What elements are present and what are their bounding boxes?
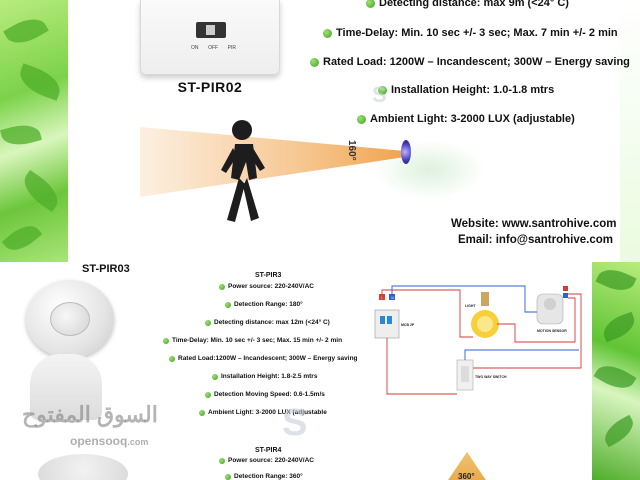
opensooq-watermark: opensooq.com (70, 434, 148, 448)
label-neutral: N (391, 296, 394, 300)
wire-load (497, 297, 576, 343)
sensor-base (30, 354, 102, 420)
bullet-icon (366, 0, 375, 8)
leaf-background-right (620, 0, 640, 262)
round-sensor-image (38, 454, 128, 480)
switch-label-pir: PIR (227, 45, 236, 51)
spec-item: Power source: 220-240V/AC (219, 283, 314, 290)
mcb-switch (387, 316, 392, 324)
wire-live (381, 289, 473, 338)
spec-item: Rated Load:1200W – Incandescent; 300W – … (169, 355, 358, 362)
wiring-diagram: L N MCB 2P LIGHT MOTION SENSOR TWO WAY S… (374, 285, 582, 395)
spec-text: Detecting distance: max 12m (<24° C) (214, 319, 330, 326)
feature-text: Time-Delay: Min. 10 sec +/- 3 sec; Max. … (336, 27, 618, 39)
label-motion-sensor: MOTION SENSOR (537, 329, 567, 333)
mode-switch (196, 22, 226, 38)
bullet-icon (219, 283, 225, 290)
spec-item: Detecting distance: max 12m (<24° C) (205, 319, 330, 326)
bullet-icon (378, 85, 387, 95)
spec-text: Ambient Light: 3-2000 LUX (adjustable (208, 409, 327, 416)
bullet-icon (163, 337, 169, 344)
switch-label-on: ON (191, 45, 199, 51)
spec-item: Ambient Light: 3-2000 LUX (adjustable (199, 409, 327, 416)
spec-item: Installation Height: 1.8-2.5 mtrs (212, 373, 317, 380)
bullet-icon (199, 409, 205, 416)
bullet-icon (323, 28, 332, 38)
spec-title-pir4: ST-PIR4 (255, 447, 282, 454)
coverage-angle-label: 360° (458, 472, 475, 480)
bullet-icon (212, 373, 218, 380)
label-two-way-switch: TWO WAY SWITCH (475, 375, 507, 379)
model-label-pir02: ST-PIR02 (177, 79, 243, 95)
spec-item: Detection Range: 180° (225, 301, 303, 308)
sensor-lens-icon (50, 302, 90, 336)
bullet-icon (169, 355, 175, 362)
spec-text: Detection Range: 360° (234, 473, 303, 480)
spec-item: Detection Moving Speed: 0.6-1.5m/s (205, 391, 325, 398)
wall-sensor-image: ON OFF PIR (140, 0, 280, 75)
spec-text: Time-Delay: Min. 10 sec +/- 3 sec; Max. … (172, 337, 343, 344)
feature-item: Ambient Light: 3-2000 LUX (adjustable) (357, 113, 575, 125)
spec-text: Detection Range: 180° (234, 301, 303, 308)
spec-text: Power source: 220-240V/AC (228, 457, 314, 464)
feature-text: Detecting distance: max 9m (<24° C) (379, 0, 569, 9)
feature-text: Rated Load: 1200W – Incandescent; 300W –… (323, 56, 630, 68)
spec-title-pir3: ST-PIR3 (255, 272, 282, 279)
spec-text: Detection Moving Speed: 0.6-1.5m/s (214, 391, 325, 398)
feature-text: Ambient Light: 3-2000 LUX (adjustable) (370, 113, 575, 125)
wire-neutral (391, 285, 537, 313)
bullet-icon (225, 301, 231, 308)
bullet-icon (310, 57, 319, 67)
opensooq-domain: .com (127, 437, 149, 447)
model-label-pir03: ST-PIR03 (82, 263, 130, 275)
feature-item: Rated Load: 1200W – Incandescent; 300W –… (310, 56, 630, 68)
switch-label-off: OFF (208, 45, 219, 51)
opensooq-main: opensooq (70, 434, 128, 448)
detection-beam-graphic (140, 127, 405, 197)
top-product-panel: ON OFF PIR ST-PIR02 Detecting distance: … (0, 0, 640, 262)
email-text: Email: info@santrohive.com (458, 234, 613, 246)
switch-labels: ON OFF PIR (191, 45, 236, 51)
walking-person-icon (221, 120, 265, 222)
spec-text: Installation Height: 1.8-2.5 mtrs (221, 373, 318, 380)
spec-text: Power source: 220-240V/AC (228, 283, 314, 290)
bullet-icon (225, 473, 231, 480)
website-text: Website: www.santrohive.com (451, 218, 617, 230)
brand-watermark-s: S (282, 402, 308, 444)
spec-item: Power source: 220-240V/AC (219, 457, 314, 464)
bottom-product-panel: ST-PIR03 السوق المفتوح opensooq.com ST-P… (0, 262, 640, 480)
opensooq-arabic-watermark: السوق المفتوح (22, 402, 158, 427)
sensor-lens-icon (401, 140, 411, 164)
ceiling-sensor-image (20, 280, 125, 430)
wire-switch-sensor (473, 293, 582, 369)
detection-angle-label: 160° (346, 140, 357, 161)
bulb-socket (481, 292, 489, 306)
label-live: L (381, 296, 384, 300)
spec-item: Detection Range: 360° (225, 473, 303, 480)
feature-item: Time-Delay: Min. 10 sec +/- 3 sec; Max. … (323, 27, 618, 39)
bullet-icon (219, 457, 225, 464)
bullet-icon (205, 319, 211, 326)
mcb-switch (380, 316, 385, 324)
wire-switch (386, 338, 457, 395)
feature-item: Installation Height: 1.0-1.8 mtrs (378, 84, 554, 96)
leaf-background-right (592, 262, 640, 480)
label-mcb: MCB 2P (401, 323, 415, 327)
wire-return (464, 349, 579, 360)
brand-watermark-s: S (372, 82, 387, 107)
feature-item: Detecting distance: max 9m (<24° C) (366, 0, 569, 9)
label-light: LIGHT (465, 304, 476, 308)
spec-item: Time-Delay: Min. 10 sec +/- 3 sec; Max. … (163, 337, 342, 344)
spec-text: Rated Load:1200W – Incandescent; 300W – … (178, 355, 358, 362)
leaf-background-left (0, 0, 68, 262)
bullet-icon (205, 391, 211, 398)
bullet-icon (357, 114, 366, 124)
feature-text: Installation Height: 1.0-1.8 mtrs (391, 84, 555, 96)
